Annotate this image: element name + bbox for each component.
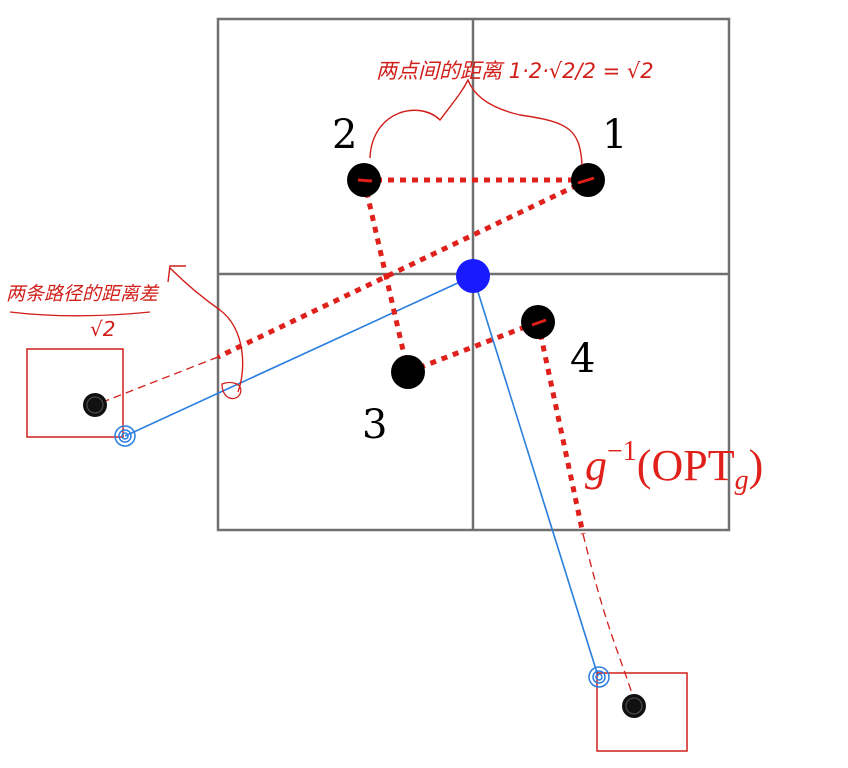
point-label-4: 4 <box>570 336 595 382</box>
thin-dashed-continuations <box>94 356 635 701</box>
tick-point-2 <box>357 178 373 183</box>
point-label-2: 2 <box>332 112 357 158</box>
path-2-to-3 <box>361 179 411 373</box>
left-outer-box-group <box>26 348 136 447</box>
point-3 <box>391 355 425 389</box>
left-note-underline <box>9 311 151 317</box>
top-note-text: 两点间的距离 1·2·√2/2 = √2 <box>376 59 654 83</box>
formula-open: (OPT <box>637 441 735 490</box>
formula-g: g <box>585 441 607 490</box>
tick-point-1 <box>577 176 595 185</box>
left-annotation: 两条路径的距离差 √2 <box>6 265 244 400</box>
bottom-outer-box <box>596 672 688 752</box>
left-note-arrow <box>169 267 244 393</box>
formula-label: g−1(OPTg) <box>585 436 763 496</box>
top-annotation: 两点间的距离 1·2·√2/2 = √2 <box>369 59 654 166</box>
path-1-to-left <box>216 177 590 360</box>
bottom-outer-box-group <box>588 666 688 752</box>
point-label-3: 3 <box>362 402 387 448</box>
point-ticks <box>357 176 595 327</box>
bottom-blue-scribble <box>588 666 610 688</box>
left-note-arrow-head <box>167 265 186 283</box>
formula-close: ) <box>749 441 764 490</box>
left-note-text: 两条路径的距离差 <box>6 283 160 305</box>
path-4-to-bottom <box>535 321 586 535</box>
left-outer-point-scribble <box>86 396 104 414</box>
center-point <box>456 259 490 293</box>
blue-line-left <box>124 275 474 437</box>
point-labels: 1 2 3 4 <box>332 112 627 448</box>
left-note-value: √2 <box>90 317 115 341</box>
point-label-1: 1 <box>602 112 627 158</box>
left-note-loop <box>221 381 242 400</box>
thin-dash-bottom <box>582 533 635 701</box>
bottom-outer-point-scribble <box>625 697 643 715</box>
blue-line-right <box>472 275 599 677</box>
red-optimal-path <box>216 177 590 535</box>
top-brace <box>369 78 583 166</box>
left-blue-scribble <box>114 425 136 447</box>
tick-point-4 <box>531 318 547 327</box>
thin-dash-left <box>94 356 219 406</box>
formula-sup: −1 <box>607 436 637 467</box>
formula-sub: g <box>735 465 749 496</box>
left-outer-box <box>26 348 124 438</box>
blue-connectors <box>124 275 599 677</box>
